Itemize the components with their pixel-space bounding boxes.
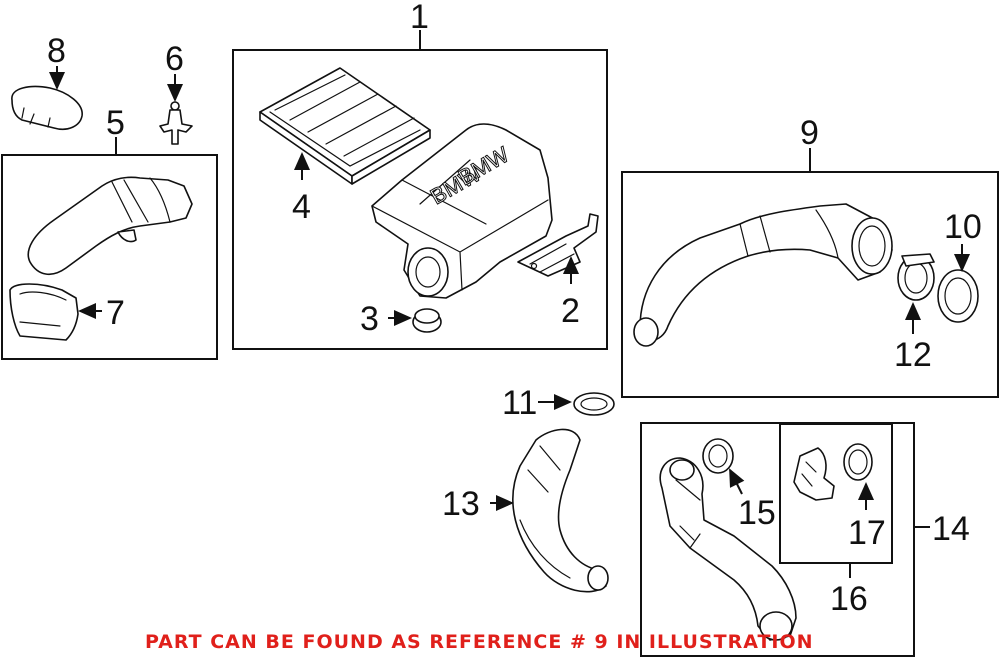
callout-14: 14 — [932, 510, 970, 548]
callout-9: 9 — [800, 114, 819, 152]
callout-11: 11 — [502, 384, 537, 422]
callout-1: 1 — [410, 0, 429, 36]
group-box-intake-duct-5 — [1, 154, 218, 360]
callout-5: 5 — [106, 104, 125, 142]
part-1-air-cleaner-housing: BMW BMW — [371, 123, 553, 299]
part-11-clamp — [573, 392, 615, 416]
part-13-charge-hose — [512, 428, 609, 593]
part-8-cover-cap — [11, 85, 83, 131]
callout-3: 3 — [360, 300, 379, 338]
callout-6: 6 — [165, 40, 184, 78]
part-14-intake-hose — [659, 457, 797, 641]
part-10-seal-ring — [937, 269, 979, 323]
callout-8: 8 — [47, 32, 66, 70]
part-12-hose-clamp — [897, 253, 935, 301]
group-box-intake-hose-14 — [640, 422, 915, 657]
part-15-clamp — [702, 438, 734, 474]
part-16-sensor — [793, 447, 835, 501]
part-5-intake-duct — [27, 176, 193, 275]
callout-13: 13 — [442, 485, 480, 523]
reference-notice: PART CAN BE FOUND AS REFERENCE # 9 IN IL… — [145, 631, 814, 653]
callout-7: 7 — [106, 294, 125, 332]
part-7-duct-seal — [9, 283, 79, 341]
part-6-push-clip — [159, 101, 193, 145]
callout-4: 4 — [292, 188, 311, 226]
group-box-sensor-16 — [779, 423, 893, 564]
part-9-intake-hose — [633, 203, 893, 347]
callout-15: 15 — [738, 494, 776, 532]
part-3-grommet — [412, 308, 442, 333]
callout-2: 2 — [561, 292, 580, 330]
callout-12: 12 — [894, 336, 932, 374]
callout-17: 17 — [848, 514, 886, 552]
part-17-o-ring — [843, 443, 873, 481]
part-4-air-filter — [259, 67, 431, 185]
callout-10: 10 — [944, 208, 982, 246]
callout-16: 16 — [830, 580, 868, 618]
